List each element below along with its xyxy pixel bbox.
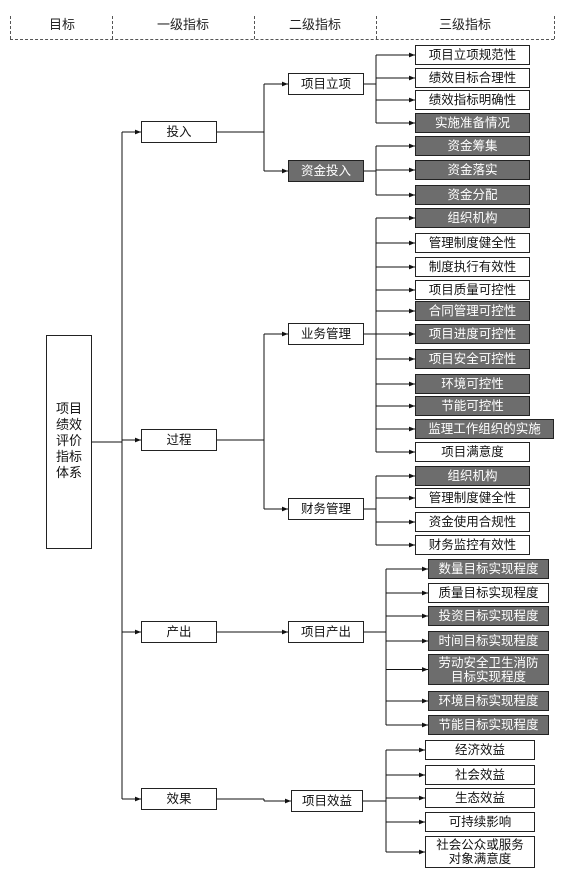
level3-node: 数量目标实现程度 [428, 559, 549, 579]
level3-node: 绩效指标明确性 [415, 90, 530, 110]
level3-node: 绩效目标合理性 [415, 68, 530, 88]
level3-node: 劳动安全卫生消防 目标实现程度 [428, 654, 549, 685]
level1-node: 投入 [141, 121, 217, 143]
level3-node: 项目安全可控性 [415, 349, 530, 369]
level3-node: 监理工作组织的实施 [415, 419, 554, 439]
level3-node: 项目立项规范性 [415, 45, 530, 65]
level2-node: 项目产出 [288, 621, 364, 643]
header-rule [10, 39, 554, 40]
header-divider [10, 16, 11, 39]
level1-node: 效果 [141, 788, 217, 810]
level3-node: 节能目标实现程度 [428, 715, 549, 735]
level1-node: 产出 [141, 621, 217, 643]
level2-node: 财务管理 [288, 498, 364, 520]
level3-node: 经济效益 [425, 740, 535, 760]
level3-node: 社会公众或服务 对象满意度 [425, 836, 535, 868]
level3-node: 资金筹集 [415, 136, 530, 156]
level3-node: 可持续影响 [425, 812, 535, 832]
header-divider [112, 16, 113, 39]
level3-node: 组织机构 [415, 208, 530, 228]
header-divider [254, 16, 255, 39]
level2-node: 业务管理 [288, 323, 364, 345]
header-goal: 目标 [48, 18, 75, 33]
level3-node: 资金使用合规性 [415, 512, 530, 532]
level3-node: 管理制度健全性 [415, 233, 530, 253]
header-level2: 二级指标 [288, 18, 341, 33]
header-divider [554, 16, 555, 39]
level3-node: 投资目标实现程度 [428, 606, 549, 626]
header-level3: 三级指标 [438, 18, 491, 33]
level3-node: 环境目标实现程度 [428, 691, 549, 711]
level3-node: 生态效益 [425, 788, 535, 808]
level2-node: 项目效益 [291, 790, 363, 812]
level3-node: 组织机构 [415, 466, 530, 486]
level2-node: 资金投入 [288, 160, 364, 182]
level2-node: 项目立项 [288, 73, 364, 95]
level3-node: 管理制度健全性 [415, 488, 530, 508]
level3-node: 质量目标实现程度 [428, 583, 549, 603]
level3-node: 制度执行有效性 [415, 257, 530, 277]
level3-node: 项目进度可控性 [415, 324, 530, 344]
level3-node: 实施准备情况 [415, 113, 530, 133]
level3-node: 社会效益 [425, 765, 535, 785]
level1-node: 过程 [141, 429, 217, 451]
level3-node: 资金落实 [415, 160, 530, 180]
root-node: 项目 绩效 评价 指标 体系 [46, 335, 92, 549]
header-divider [376, 16, 377, 39]
level3-node: 项目质量可控性 [415, 280, 530, 300]
level3-node: 项目满意度 [415, 442, 530, 462]
header-level1: 一级指标 [156, 18, 209, 33]
level3-node: 财务监控有效性 [415, 535, 530, 555]
level3-node: 资金分配 [415, 185, 530, 205]
level3-node: 合同管理可控性 [415, 301, 530, 321]
level3-node: 环境可控性 [415, 374, 530, 394]
level3-node: 节能可控性 [415, 396, 530, 416]
level3-node: 时间目标实现程度 [428, 631, 549, 651]
